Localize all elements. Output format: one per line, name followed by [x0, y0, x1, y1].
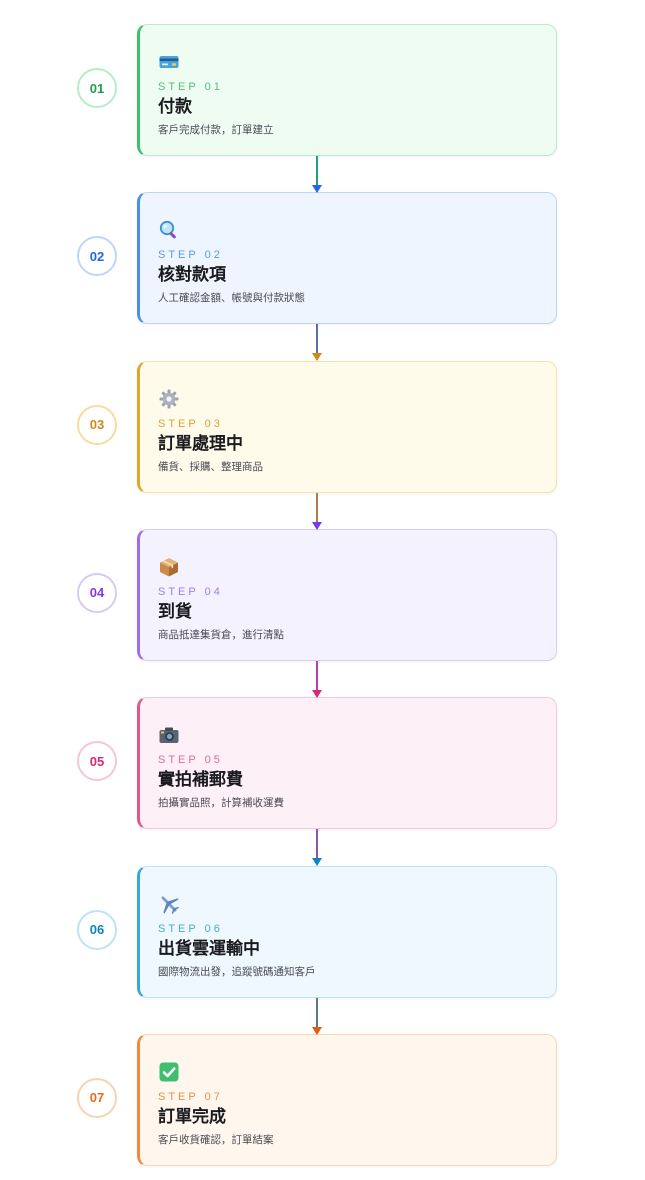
connector-line — [316, 660, 318, 692]
connector-arrow-01-02 — [312, 156, 322, 193]
step-card: STEP 04 到貨商品抵達集貨倉，進行清點 — [137, 528, 557, 661]
step-07: 07 STEP 07 訂單完成客戶收貨確認，訂單結案 — [0, 1033, 645, 1166]
step-number-badge: 04 — [77, 572, 117, 613]
step-number-badge: 07 — [77, 1077, 117, 1118]
credit-card-icon — [158, 51, 180, 73]
step-description: 人工確認金額、帳號與付款狀態 — [158, 292, 305, 305]
connector-arrow-05-06 — [312, 829, 322, 867]
step-number-badge: 05 — [77, 741, 117, 782]
step-05: 05 STEP 05 實拍補郵費拍攝實品照，計算補收運費 — [0, 697, 645, 830]
arrow-down-icon — [312, 689, 322, 698]
step-label: STEP 04 — [158, 585, 223, 598]
step-title: 訂單完成 — [158, 1106, 226, 1127]
step-title: 實拍補郵費 — [158, 770, 243, 791]
camera-icon — [158, 724, 180, 746]
step-card: STEP 03 訂單處理中備貨、採購、整理商品 — [137, 360, 557, 493]
step-label: STEP 06 — [158, 922, 223, 935]
step-title: 到貨 — [158, 601, 192, 622]
checkmark-icon — [158, 1061, 180, 1083]
arrow-down-icon — [312, 858, 322, 867]
step-label: STEP 01 — [158, 81, 223, 93]
arrow-down-icon — [312, 353, 322, 362]
step-title: 核對款項 — [158, 265, 226, 286]
package-icon — [158, 556, 180, 578]
step-card: STEP 05 實拍補郵費拍攝實品照，計算補收運費 — [137, 697, 557, 830]
step-label: STEP 05 — [158, 754, 223, 767]
connector-arrow-06-07 — [312, 997, 322, 1035]
step-06: 06 STEP 06 出貨雲運輸中國際物流出發，追蹤號碼通知客戶 — [0, 865, 645, 998]
step-description: 備貨、採購、整理商品 — [158, 460, 263, 473]
connector-line — [316, 492, 318, 524]
connector-arrow-04-05 — [312, 660, 322, 698]
step-number-badge: 03 — [77, 404, 117, 445]
step-description: 拍攝實品照，計算補收運費 — [158, 797, 284, 810]
step-number-badge: 06 — [77, 909, 117, 950]
step-card: STEP 06 出貨雲運輸中國際物流出發，追蹤號碼通知客戶 — [137, 865, 557, 998]
arrow-down-icon — [312, 1026, 322, 1035]
step-title: 出貨雲運輸中 — [158, 938, 260, 959]
step-description: 國際物流出發，追蹤號碼通知客戶 — [158, 965, 316, 978]
gear-icon — [158, 388, 180, 410]
connector-arrow-03-04 — [312, 492, 322, 530]
step-label: STEP 02 — [158, 249, 223, 262]
step-card: STEP 01 付款客戶完成付款，訂單建立 — [137, 24, 557, 156]
magnifier-icon — [158, 219, 180, 241]
step-title: 付款 — [158, 97, 192, 117]
step-number-badge: 02 — [77, 236, 117, 277]
step-description: 客戶收貨確認，訂單結案 — [158, 1133, 274, 1146]
step-label: STEP 07 — [158, 1090, 223, 1103]
connector-line — [316, 156, 318, 187]
arrow-down-icon — [312, 185, 322, 193]
connector-line — [316, 829, 318, 861]
step-description: 商品抵達集貨倉，進行清點 — [158, 628, 284, 641]
step-number-badge: 01 — [77, 68, 117, 108]
airplane-icon — [158, 893, 180, 915]
connector-line — [316, 997, 318, 1029]
step-card: STEP 02 核對款項人工確認金額、帳號與付款狀態 — [137, 192, 557, 325]
step-card: STEP 07 訂單完成客戶收貨確認，訂單結案 — [137, 1033, 557, 1166]
step-title: 訂單處理中 — [158, 433, 243, 454]
connector-arrow-02-03 — [312, 324, 322, 362]
step-04: 04 STEP 04 到貨商品抵達集貨倉，進行清點 — [0, 528, 645, 661]
step-03: 03 STEP 03 訂單處理中備貨、採購、整理商品 — [0, 360, 645, 493]
step-02: 02 STEP 02 核對款項人工確認金額、帳號與付款狀態 — [0, 192, 645, 325]
arrow-down-icon — [312, 521, 322, 530]
step-01: 01 STEP 01 付款客戶完成付款，訂單建立 — [0, 24, 645, 156]
step-description: 客戶完成付款，訂單建立 — [158, 124, 274, 136]
connector-line — [316, 324, 318, 356]
step-label: STEP 03 — [158, 417, 223, 430]
